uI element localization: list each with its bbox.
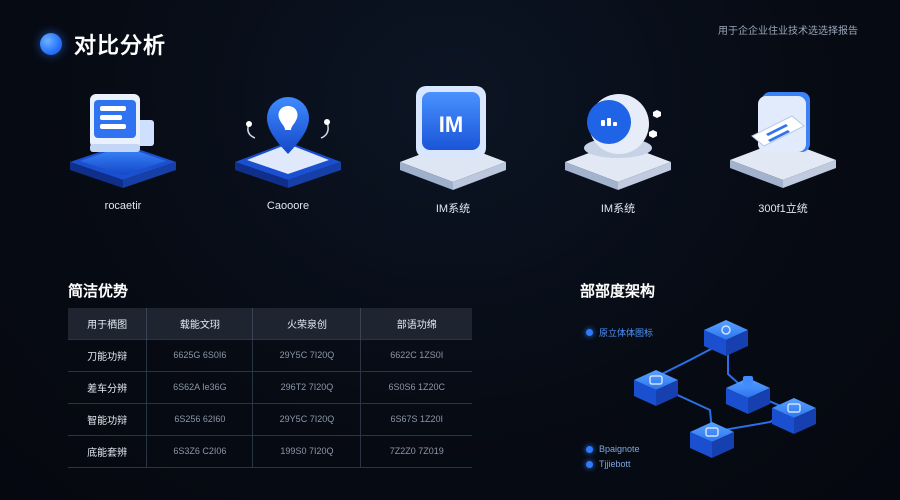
feature-card[interactable]: IM IM系统 bbox=[388, 82, 518, 216]
document-platform-icon bbox=[70, 94, 176, 188]
table-cell: 智能功辩 bbox=[68, 402, 148, 435]
feature-label: rocaetir bbox=[104, 200, 142, 212]
feature-label: IM系统 bbox=[435, 203, 471, 215]
table-cell: 刀能功辩 bbox=[68, 338, 148, 371]
legend-label: Bpaignote bbox=[599, 444, 640, 454]
table-cell: 6622C 1ZS0I bbox=[360, 338, 472, 371]
location-pin-icon bbox=[235, 97, 341, 188]
table-row[interactable]: 智能功辩 6S256 62I60 29Y5C 7I20Q 6S67S 1Z20I bbox=[68, 402, 472, 435]
column-header[interactable]: 部语功绵 bbox=[360, 308, 472, 339]
feature-icons-row: rocaetir Caooore bbox=[58, 82, 848, 216]
column-header[interactable]: 用于栖图 bbox=[68, 308, 148, 339]
arch-legend-item: Bpaignote bbox=[586, 444, 640, 454]
im-chat-icon: IM bbox=[400, 86, 506, 190]
table-cell: 6S0S6 1Z20C bbox=[360, 370, 472, 403]
column-header[interactable]: 火荣泉创 bbox=[252, 308, 362, 339]
arch-node-cube[interactable] bbox=[726, 376, 770, 414]
feature-label: Caooore bbox=[266, 200, 310, 212]
feature-card[interactable]: 300f1立统 bbox=[718, 82, 848, 216]
comparison-table: 用于栖图 载能文珝 火荣泉创 部语功绵 刀能功辩 6625G 6S0I6 29Y… bbox=[68, 308, 472, 468]
feature-label: IM系统 bbox=[600, 203, 636, 215]
legend-label: Tjjiebott bbox=[599, 459, 631, 469]
page-title: 对比分析 bbox=[74, 33, 167, 58]
legend-dot-icon bbox=[586, 329, 593, 336]
table-cell: 7Z2Z0 7Z019 bbox=[360, 434, 472, 468]
arch-legend-item: Tjjiebott bbox=[586, 459, 631, 469]
table-header-row: 用于栖图 载能文珝 火荣泉创 部语功绵 bbox=[68, 308, 472, 339]
legend-dot-icon bbox=[586, 445, 593, 453]
table-cell: 底能套辨 bbox=[68, 434, 148, 468]
table-cell: 6S3Z6 C2I06 bbox=[146, 434, 254, 468]
table-cell: 6S62A Ie36G bbox=[146, 370, 254, 403]
architecture-diagram bbox=[634, 320, 816, 458]
header: 对比分析 bbox=[40, 28, 166, 60]
message-card-icon bbox=[730, 92, 836, 188]
table-cell: 29Y5C 7I20Q bbox=[252, 402, 362, 435]
table-cell: 29Y5C 7I20Q bbox=[252, 338, 362, 371]
arch-node-cube[interactable] bbox=[772, 398, 816, 434]
table-row[interactable]: 刀能功辩 6625G 6S0I6 29Y5C 7I20Q 6622C 1ZS0I bbox=[68, 338, 472, 371]
page-subtitle: 用于企企业住业技术选选择报告 bbox=[718, 26, 858, 37]
arch-node-cube[interactable] bbox=[634, 370, 678, 406]
table-cell: 6625G 6S0I6 bbox=[146, 338, 254, 371]
feature-label: 300f1立统 bbox=[758, 203, 808, 215]
arch-legend-item: 原立体体图标 bbox=[586, 326, 653, 339]
table-cell: 差车分辨 bbox=[68, 370, 148, 403]
legend-dot-icon bbox=[586, 460, 593, 468]
arch-node-cube[interactable] bbox=[704, 320, 748, 356]
table-row[interactable]: 差车分辨 6S62A Ie36G 296T2 7I20Q 6S0S6 1Z20C bbox=[68, 370, 472, 403]
column-header[interactable]: 载能文珝 bbox=[146, 308, 254, 339]
table-cell: 296T2 7I20Q bbox=[252, 370, 362, 403]
arch-section-title: 部部度架构 bbox=[580, 283, 656, 300]
feature-card[interactable]: Caooore bbox=[223, 82, 353, 216]
table-row[interactable]: 底能套辨 6S3Z6 C2I06 199S0 7I20Q 7Z2Z0 7Z019 bbox=[68, 434, 472, 468]
table-cell: 6S67S 1Z20I bbox=[360, 402, 472, 435]
feature-card[interactable]: IM系统 bbox=[553, 82, 683, 216]
table-cell: 199S0 7I20Q bbox=[252, 434, 362, 468]
arch-node-cube[interactable] bbox=[690, 422, 734, 458]
chat-bubble-icon bbox=[565, 94, 671, 190]
legend-label: 原立体体图标 bbox=[599, 328, 654, 338]
brand-dot-icon bbox=[40, 33, 62, 55]
table-section-title: 简洁优势 bbox=[68, 283, 129, 300]
svg-text:IM: IM bbox=[439, 112, 463, 137]
table-cell: 6S256 62I60 bbox=[146, 402, 254, 435]
feature-card[interactable]: rocaetir bbox=[58, 82, 188, 216]
